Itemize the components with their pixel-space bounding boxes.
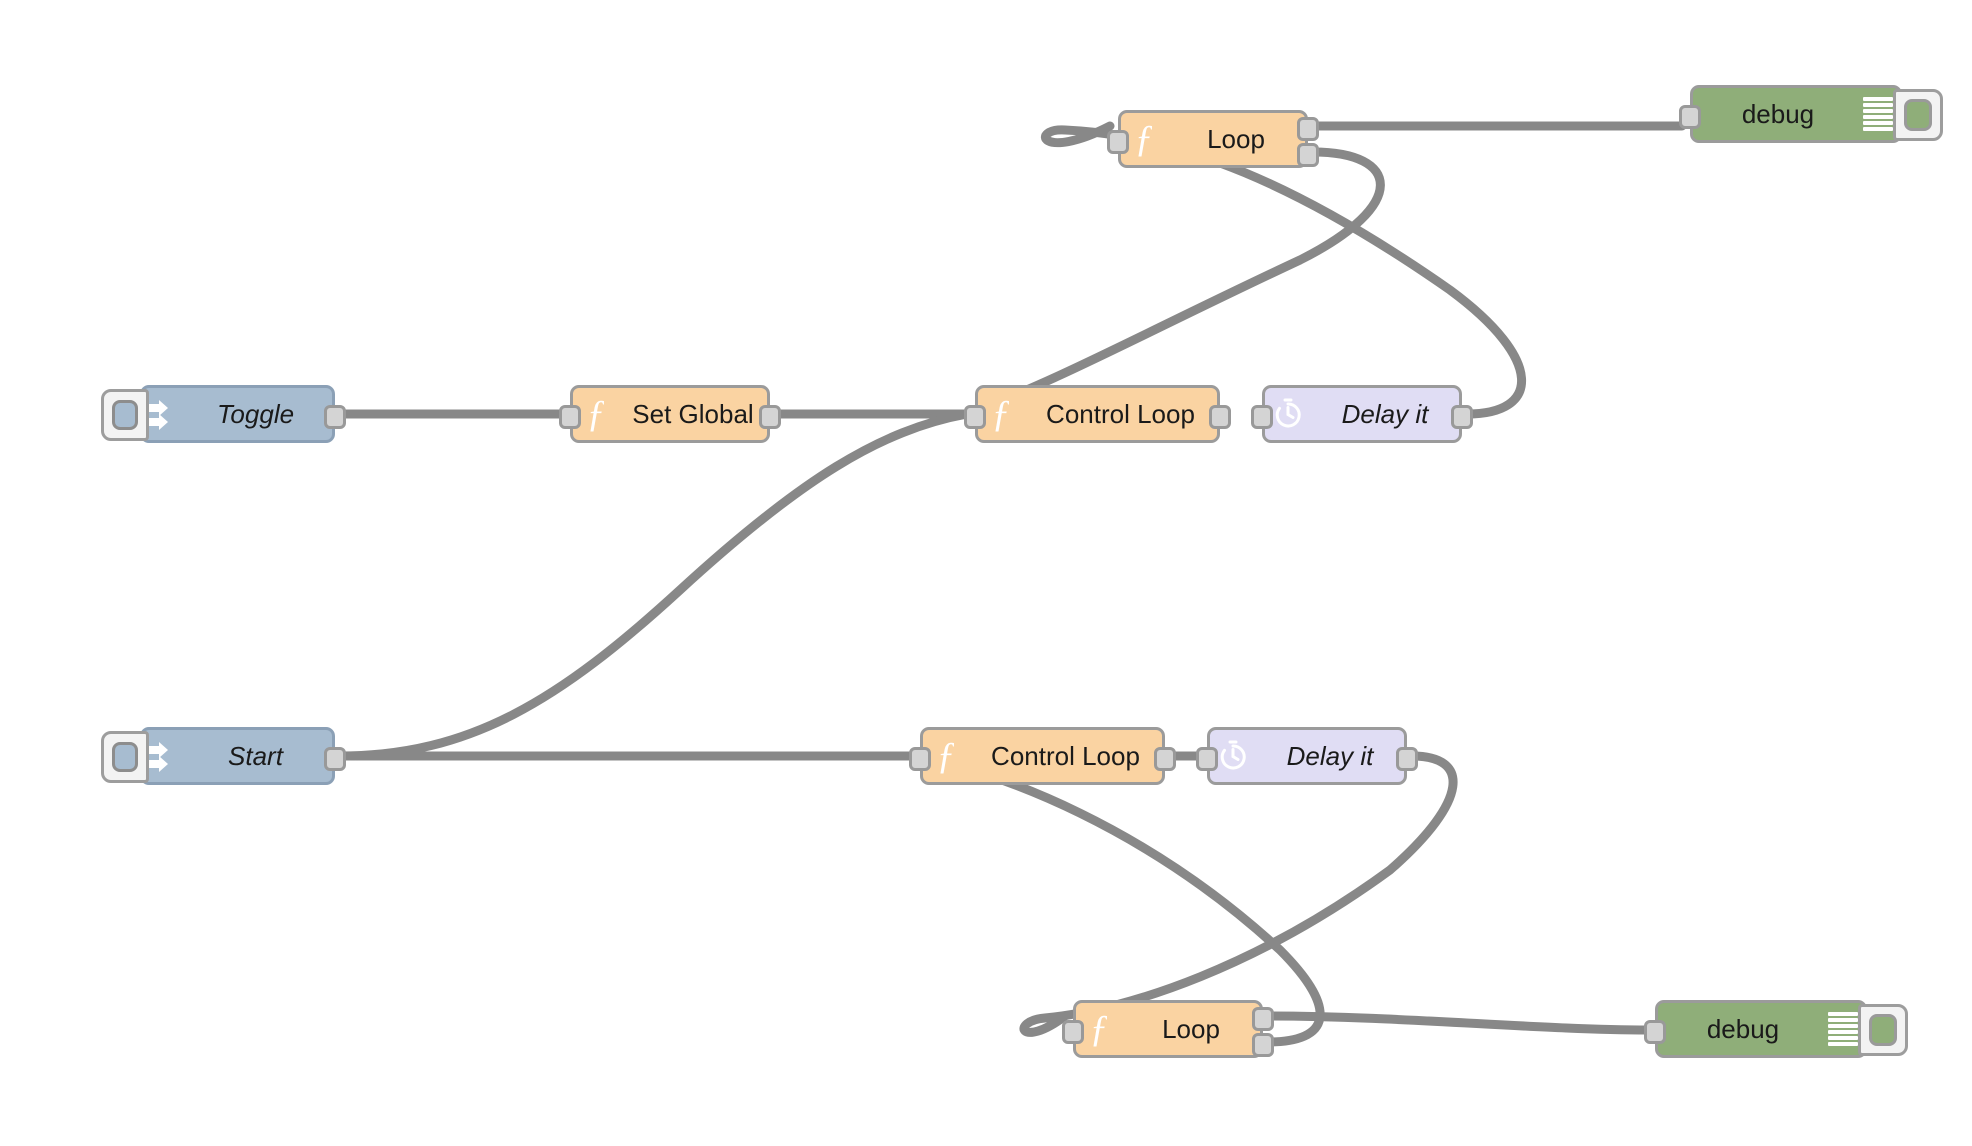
- node-label-delay-top: Delay it: [1341, 398, 1429, 429]
- node-debug-bot[interactable]: debug: [1644, 1000, 1908, 1058]
- node-label-delay-bot: Delay it: [1286, 740, 1374, 771]
- output-port-0-start[interactable]: [324, 747, 346, 771]
- node-label-control-loop-bot: Control Loop: [991, 740, 1140, 771]
- node-label-debug-bot: debug: [1706, 1013, 1780, 1044]
- debug-lines-icon: [1863, 97, 1893, 131]
- node-debug-top[interactable]: debug: [1679, 85, 1943, 143]
- output-port-0-set-global[interactable]: [759, 405, 781, 429]
- debug-toggle-button-debug-bot[interactable]: [1858, 1004, 1908, 1056]
- input-port-delay-top[interactable]: [1251, 405, 1273, 429]
- function-f-icon: ƒ: [1134, 118, 1154, 160]
- input-port-debug-top[interactable]: [1679, 105, 1701, 129]
- stopwatch-icon: [1220, 740, 1246, 770]
- node-label-debug-top: debug: [1741, 98, 1815, 129]
- debug-lines-icon: [1828, 1012, 1858, 1046]
- output-port-0-loop-top[interactable]: [1297, 117, 1319, 141]
- input-port-control-loop-bot[interactable]: [909, 747, 931, 771]
- node-label-start: Start: [228, 740, 283, 771]
- node-loop-bot[interactable]: ƒ Loop: [1062, 1000, 1274, 1058]
- input-port-loop-bot[interactable]: [1062, 1020, 1084, 1044]
- node-delay-bot[interactable]: Delay it: [1196, 727, 1418, 785]
- node-control-loop-bot[interactable]: ƒ Control Loop: [909, 727, 1176, 785]
- wire-start-to-control-loop-top[interactable]: [335, 409, 972, 761]
- debug-button-knob: [1904, 99, 1932, 131]
- inject-button-knob: [112, 400, 138, 430]
- output-port-0-toggle[interactable]: [324, 405, 346, 429]
- node-label-toggle: Toggle: [216, 398, 295, 429]
- inject-button-start[interactable]: [101, 731, 149, 783]
- debug-button-knob: [1869, 1014, 1897, 1046]
- function-f-icon: ƒ: [586, 393, 606, 435]
- node-label-set-global: Set Global: [632, 398, 754, 429]
- input-port-set-global[interactable]: [559, 405, 581, 429]
- wire-delay-bot-to-loop-bot[interactable]: [1019, 751, 1458, 1037]
- wire-loop-top-to-control-loop-top[interactable]: [962, 147, 1385, 419]
- node-set-global[interactable]: ƒ Set Global: [559, 385, 781, 443]
- input-port-loop-top[interactable]: [1107, 130, 1129, 154]
- output-port-0-control-loop-bot[interactable]: [1154, 747, 1176, 771]
- node-start[interactable]: Start: [101, 727, 346, 785]
- node-label-control-loop-top: Control Loop: [1046, 398, 1195, 429]
- output-port-0-loop-bot[interactable]: [1252, 1007, 1274, 1031]
- inject-arrow-icon: [148, 400, 168, 430]
- output-port-0-delay-top[interactable]: [1451, 405, 1473, 429]
- stopwatch-icon: [1210, 730, 1256, 782]
- node-label-loop-bot: Loop: [1162, 1013, 1220, 1044]
- input-port-control-loop-top[interactable]: [964, 405, 986, 429]
- wire-delay-top-to-loop-top[interactable]: [1040, 121, 1526, 419]
- inject-button-toggle[interactable]: [101, 389, 149, 441]
- output-port-1-loop-bot[interactable]: [1252, 1033, 1274, 1057]
- inject-arrow-icon: [143, 388, 179, 440]
- wire-loop-bot-to-debug-bot[interactable]: [1263, 1011, 1653, 1035]
- node-loop-top[interactable]: ƒ Loop: [1107, 110, 1319, 168]
- output-port-0-delay-bot[interactable]: [1396, 747, 1418, 771]
- input-port-debug-bot[interactable]: [1644, 1020, 1666, 1044]
- node-toggle[interactable]: Toggle: [101, 385, 346, 443]
- inject-arrow-icon: [148, 742, 168, 772]
- function-f-icon: ƒ: [991, 393, 1011, 435]
- inject-button-knob: [112, 742, 138, 772]
- function-f-icon: ƒ: [936, 735, 956, 777]
- stopwatch-icon: [1275, 398, 1301, 428]
- node-delay-top[interactable]: Delay it: [1251, 385, 1473, 443]
- input-port-delay-bot[interactable]: [1196, 747, 1218, 771]
- node-control-loop-top[interactable]: ƒ Control Loop: [964, 385, 1231, 443]
- output-port-0-control-loop-top[interactable]: [1209, 405, 1231, 429]
- function-f-icon: ƒ: [1089, 1008, 1109, 1050]
- inject-arrow-icon: [143, 730, 179, 782]
- debug-toggle-button-debug-top[interactable]: [1893, 89, 1943, 141]
- stopwatch-icon: [1265, 388, 1311, 440]
- node-label-loop-top: Loop: [1207, 123, 1265, 154]
- output-port-1-loop-top[interactable]: [1297, 143, 1319, 167]
